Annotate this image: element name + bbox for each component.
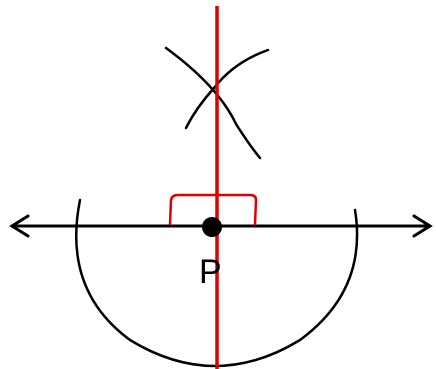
right-arrowhead (412, 214, 433, 238)
left-arrowhead (9, 214, 30, 238)
upper-arc-right-to-left (184, 48, 270, 130)
right-angle-mark (168, 193, 258, 226)
point-p-dot (202, 217, 222, 237)
upper-arc-left-to-right (164, 46, 262, 160)
semicircle-arc (75, 198, 359, 368)
point-p-label: P (199, 253, 222, 291)
